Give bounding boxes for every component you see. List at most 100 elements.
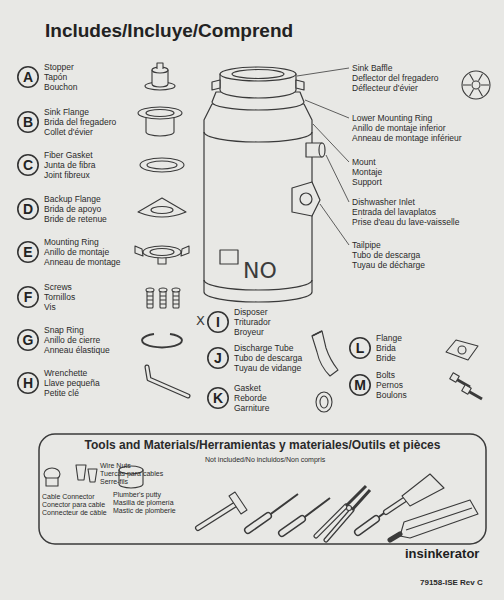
part-name: Sink Flange	[44, 107, 89, 117]
item-label: Wire Nuts	[100, 462, 131, 470]
callout-label: Sink Baffle	[352, 63, 392, 73]
disposer-drawing	[220, 250, 238, 264]
part-drawing	[151, 207, 173, 214]
part-drawing	[159, 288, 167, 292]
circle-outline	[208, 388, 228, 408]
tools-box: Tools and Materials/Herramientas y mater…	[38, 433, 487, 545]
part-name: Brida de apoyo	[44, 204, 101, 214]
part-name: Anneau élastique	[44, 345, 110, 355]
part-name: Brida	[376, 343, 396, 353]
tool-drawing	[346, 486, 370, 510]
part-letter-circle: FScrewsTornillosVis	[17, 286, 39, 308]
disposer-drawing	[296, 80, 304, 90]
tool-drawing	[88, 469, 97, 482]
tool-drawing	[386, 500, 404, 512]
callout-label: Tailpipe	[352, 240, 381, 250]
box-heading: Tools and Materials/Herramientas y mater…	[85, 439, 441, 452]
part-drawing	[462, 385, 472, 395]
part-letter: B	[17, 111, 39, 133]
part-letter-circle: AStopperTapónBouchon	[17, 66, 39, 88]
tool-drawing	[198, 504, 236, 528]
tool-drawing	[386, 500, 404, 512]
handwritten-mark: X	[196, 313, 205, 328]
part-letter-circle: GSnap RingAnillo de cierreAnneau élastiq…	[17, 329, 39, 351]
part-drawing	[147, 367, 188, 396]
part-drawing	[181, 246, 189, 256]
part-name: Discharge Tube	[234, 343, 294, 353]
part-name: Collet d'évier	[44, 127, 93, 137]
tool-drawing	[402, 474, 444, 506]
part-name: Junta de fibra	[44, 160, 96, 170]
part-letter: H	[17, 372, 39, 394]
part-name: Boulons	[376, 390, 407, 400]
disposer-drawing	[204, 67, 325, 302]
part-letter: G	[17, 329, 39, 351]
part-name: Tubo de descarga	[234, 353, 302, 363]
callout-label: Mount	[352, 157, 376, 167]
part-drawing	[463, 74, 489, 97]
part-drawing	[462, 71, 490, 99]
leader-line	[320, 204, 349, 245]
page-title: Includes/Incluye/Comprend	[45, 20, 293, 42]
disposer-drawing	[220, 67, 296, 81]
part-name: Wrenchette	[44, 368, 87, 378]
part-letter-circle: DBackup FlangeBrida de apoyoBride de ret…	[17, 198, 39, 220]
part-name: Triturador	[234, 317, 271, 327]
part-drawing	[142, 334, 182, 347]
callout-label: Lower Mounting Ring	[352, 113, 432, 123]
part-drawing	[147, 367, 188, 396]
part-name: Vis	[44, 302, 56, 312]
tool-drawing	[198, 504, 236, 528]
circle-outline	[208, 348, 228, 368]
part-letter-circle: BSink FlangeBrida del fregaderoCollet d'…	[17, 111, 39, 133]
part-name: Snap Ring	[44, 325, 84, 335]
circle-outline	[18, 242, 38, 262]
part-drawing	[173, 290, 179, 308]
part-letter: E	[17, 241, 39, 263]
part-name: Anillo de montaje	[44, 247, 109, 257]
tool-drawing	[406, 508, 472, 530]
callout-label: Déflecteur d'évier	[352, 83, 418, 93]
part-name: Bride de retenue	[44, 214, 107, 224]
part-drawing	[135, 246, 143, 256]
part-drawing	[446, 340, 478, 360]
callout-label: Entrada del lavaplatos	[352, 207, 436, 217]
part-letter: F	[17, 286, 39, 308]
part-drawing	[147, 290, 153, 308]
part-letter: K	[207, 387, 229, 409]
part-drawing	[320, 396, 328, 408]
part-name: Joint fibreux	[44, 170, 90, 180]
disposer-drawing	[212, 80, 220, 90]
part-letter: J	[207, 347, 229, 369]
part-drawing	[135, 63, 490, 412]
part-name: Backup Flange	[44, 194, 101, 204]
part-name: Screws	[44, 282, 72, 292]
part-letter: I	[207, 311, 229, 333]
item-label: Cable Connector	[42, 493, 95, 501]
circle-outline	[350, 338, 370, 358]
part-letter: M	[349, 374, 371, 396]
part-name: Broyeur	[234, 327, 264, 337]
part-drawing	[472, 81, 480, 89]
part-name: Tapón	[44, 72, 67, 82]
leader-line	[297, 68, 349, 245]
disposer-drawing	[232, 70, 284, 79]
tool-drawing	[44, 465, 478, 540]
tool-drawing	[316, 506, 352, 540]
circle-outline	[18, 112, 38, 132]
tool-drawing	[229, 492, 247, 514]
part-name: Garniture	[234, 403, 269, 413]
part-drawing	[138, 107, 182, 119]
disposer-drawing	[300, 193, 312, 205]
part-drawing	[312, 331, 322, 336]
circle-outline	[350, 375, 370, 395]
part-name: Anneau de montage	[44, 257, 121, 267]
item-label: Plumber's putty	[113, 491, 161, 499]
part-letter-circle: IDisposerTrituradorBroyeur	[207, 311, 229, 333]
part-letter-circle: LFlangeBridaBride	[349, 337, 371, 359]
item-label: Conector para cable	[42, 501, 105, 509]
part-name: Stopper	[44, 62, 74, 72]
circle-outline	[18, 199, 38, 219]
